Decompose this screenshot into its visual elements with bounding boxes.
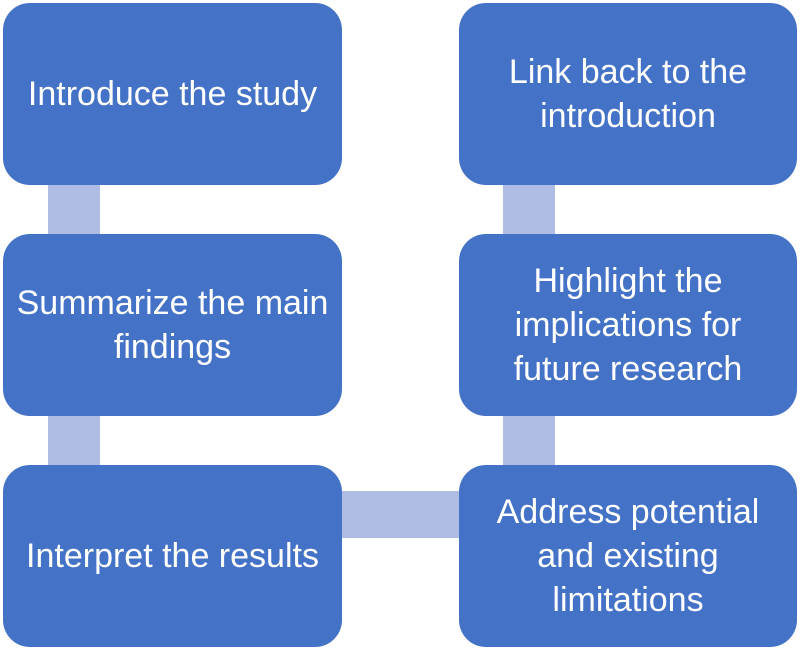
node-label: Address potential and existing limitatio… xyxy=(496,492,760,620)
node-label: Summarize the main findings xyxy=(16,283,329,366)
node-label: Interpret the results xyxy=(26,536,319,575)
connector-highlight-to-linkback xyxy=(503,185,555,234)
node-link-back-to-the-introduction: Link back to the introduction xyxy=(459,3,797,185)
connector-interpret-to-address xyxy=(342,491,459,538)
node-interpret-the-results: Interpret the results xyxy=(3,465,342,647)
node-address-potential-and-existing-limitations: Address potential and existing limitatio… xyxy=(459,465,797,647)
connector-summarize-to-interpret xyxy=(48,416,100,465)
node-label: Highlight the implications for future re… xyxy=(513,261,743,389)
node-highlight-the-implications-for-future-research: Highlight the implications for future re… xyxy=(459,234,797,416)
node-summarize-the-main-findings: Summarize the main findings xyxy=(3,234,342,416)
node-introduce-the-study: Introduce the study xyxy=(3,3,342,185)
node-label: Link back to the introduction xyxy=(508,52,748,135)
node-label: Introduce the study xyxy=(27,74,318,113)
connector-introduce-to-summarize xyxy=(48,185,100,234)
connector-address-to-highlight xyxy=(503,416,555,465)
